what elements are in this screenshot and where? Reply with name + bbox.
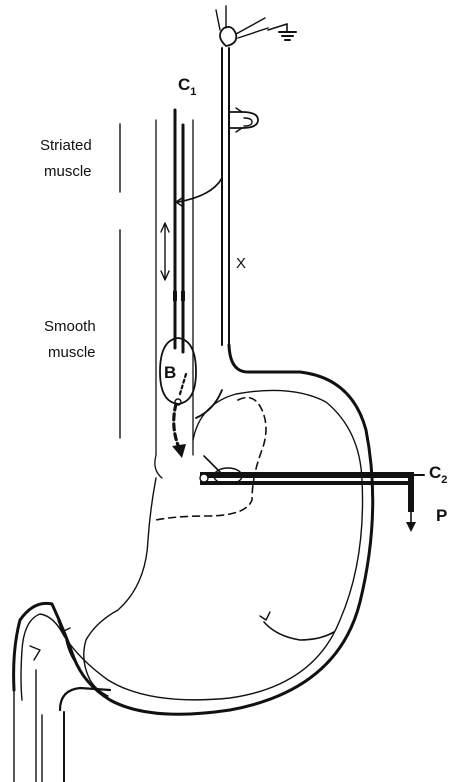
- vagus-nerve: [176, 48, 258, 418]
- label-striated-muscle-2: muscle: [44, 163, 92, 180]
- label-pressure-p: P: [436, 506, 447, 525]
- label-balloon-b: B: [164, 363, 176, 382]
- label-smooth-muscle-2: muscle: [48, 344, 96, 361]
- pressure-arrow: [406, 510, 416, 532]
- fundus-nerve: [204, 456, 222, 474]
- movement-arrow: [161, 223, 169, 280]
- label-vagus-x: X: [236, 255, 246, 272]
- stomach-outer-left: [84, 478, 156, 696]
- label-c1: C1: [178, 75, 196, 98]
- label-c2: C2: [429, 463, 447, 486]
- label-striated-muscle: Striated: [40, 137, 92, 154]
- catheter-c2: [200, 468, 424, 512]
- flow-arrow: [172, 404, 186, 458]
- ground-symbol: [268, 24, 296, 40]
- label-smooth-muscle: Smooth: [44, 318, 96, 335]
- catheter-c1: [175, 110, 183, 352]
- ganglion-cell: [216, 6, 268, 46]
